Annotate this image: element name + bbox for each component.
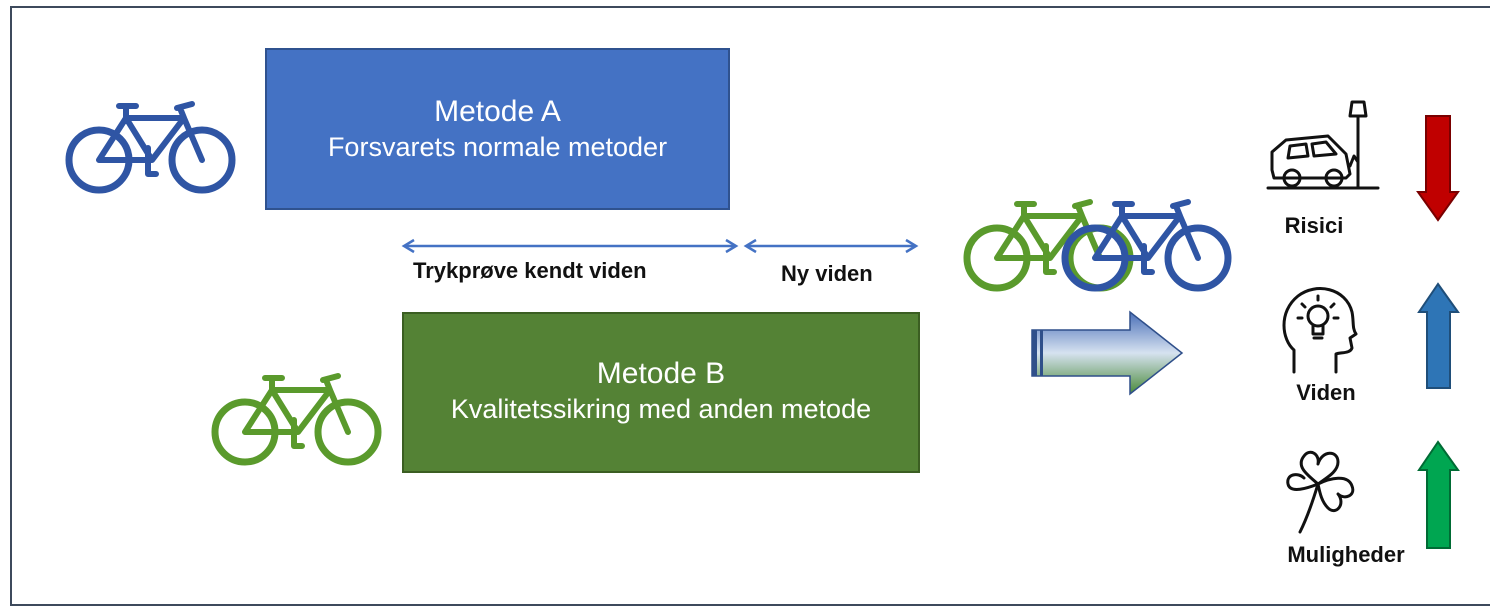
known-knowledge-label: Trykprøve kendt viden: [413, 258, 647, 283]
new-knowledge-arrow: [743, 238, 919, 254]
car-crash-icon: [1266, 100, 1380, 190]
method-a-box: Metode A Forsvarets normale metoder: [265, 48, 730, 210]
new-knowledge-label: Ny viden: [781, 261, 873, 286]
arrow-up-green-icon: [1417, 440, 1460, 549]
known-knowledge-arrow: [401, 238, 739, 254]
method-b-title: Metode B: [596, 357, 726, 390]
outcome-risici-label: Risici: [1284, 213, 1344, 238]
method-b-subtitle: Kvalitetssikring med anden metode: [450, 394, 872, 424]
bike-blue-combined-icon: [1060, 196, 1235, 296]
outcome-muligheder-label: Muligheder: [1287, 542, 1405, 567]
arrow-up-blue-icon: [1417, 282, 1460, 389]
head-lightbulb-icon: [1282, 287, 1358, 374]
big-right-arrow: [1031, 310, 1184, 396]
arrow-down-red-icon: [1416, 115, 1460, 222]
bike-green-icon: [210, 370, 385, 470]
method-a-title: Metode A: [434, 95, 561, 128]
method-b-box: Metode B Kvalitetssikring med anden meto…: [402, 312, 920, 473]
outcome-viden-label: Viden: [1296, 380, 1356, 405]
four-leaf-clover-icon: [1286, 450, 1355, 534]
method-a-subtitle: Forsvarets normale metoder: [327, 132, 668, 162]
bike-blue-icon: [64, 98, 239, 198]
